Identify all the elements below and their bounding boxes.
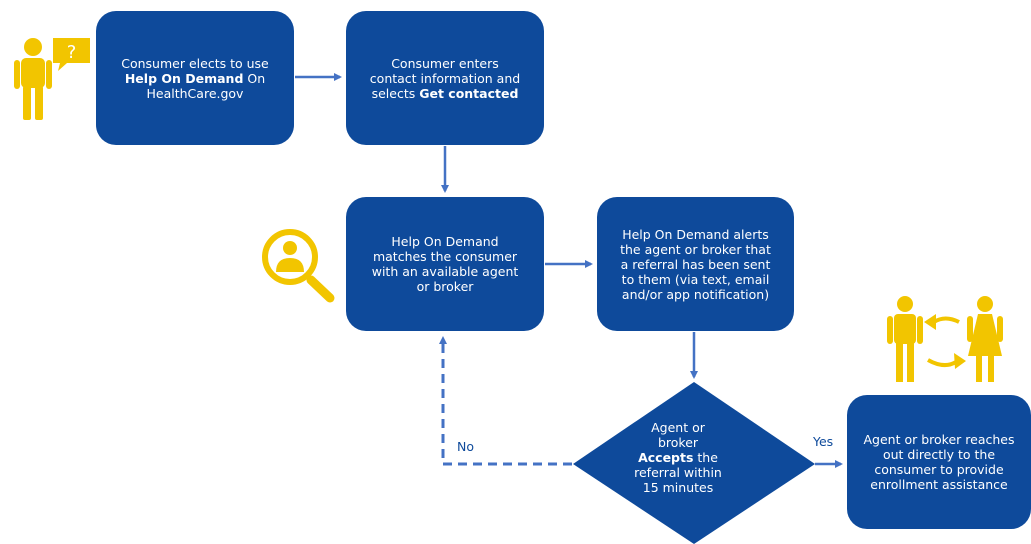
step1-line2-rest: On: [243, 70, 266, 86]
step-match-agent-box: Help On Demand matches the consumer with…: [346, 197, 544, 331]
decision-line3: Accepts the: [615, 450, 741, 465]
step4-line4: to them (via text, email: [621, 271, 770, 287]
step4-line5: and/or app notification): [621, 286, 770, 302]
step3-line3: with an available agent: [371, 264, 519, 279]
step3-line1: Help On Demand: [391, 234, 499, 249]
yes-label: Yes: [813, 434, 834, 449]
step1-line2: Help On Demand On: [125, 71, 265, 86]
step3-line4: or broker: [416, 279, 474, 294]
step5-line4: enrollment assistance: [870, 477, 1008, 492]
step1-bold: Help On Demand: [124, 70, 244, 86]
decision-line1: Agent or: [651, 420, 705, 435]
step4-line3: a referral has been sent: [620, 256, 771, 272]
person-exchange-icon: [887, 296, 1003, 382]
step2-line3: selects Get contacted: [372, 86, 519, 101]
decision-diamond: [573, 382, 815, 544]
step-alert-agent-box: Help On Demand alerts the agent or broke…: [597, 197, 794, 331]
step2-line1: Consumer enters: [391, 55, 499, 71]
step2-line2: contact information and: [369, 70, 521, 86]
step5-line2: out directly to the: [882, 447, 996, 462]
step1-line1: Consumer elects to use: [121, 55, 269, 71]
person-question-icon: [14, 38, 90, 120]
question-mark: ?: [67, 42, 77, 63]
decision-line5: 15 minutes: [642, 480, 714, 495]
step4-line2: the agent or broker that: [620, 241, 771, 257]
no-label: No: [457, 439, 474, 454]
step-agent-reaches-out-box: Agent or broker reaches out directly to …: [847, 395, 1031, 529]
search-person-icon: [262, 229, 335, 303]
step-enter-contact-box: Consumer enters contact information and …: [346, 11, 544, 145]
step-consumer-elects-box: Consumer elects to use Help On Demand On…: [96, 11, 294, 145]
step5-line3: consumer to provide: [874, 462, 1004, 477]
step3-line2: matches the consumer: [372, 249, 518, 264]
arrow-decision-no-loop: [439, 336, 572, 466]
step5-line1: Agent or broker reaches: [863, 432, 1015, 447]
step2-line3-pre: selects: [371, 85, 420, 101]
decision-line4: referral within: [634, 465, 722, 480]
decision-line3-rest: the: [693, 450, 718, 465]
decision-line2: broker: [657, 435, 699, 450]
decision-text: Agent or broker Accepts the referral wit…: [615, 420, 741, 495]
step2-bold: Get contacted: [419, 85, 519, 101]
step1-line3: HealthCare.gov: [146, 85, 244, 101]
step4-line1: Help On Demand alerts: [622, 226, 769, 242]
decision-bold: Accepts: [638, 450, 694, 465]
